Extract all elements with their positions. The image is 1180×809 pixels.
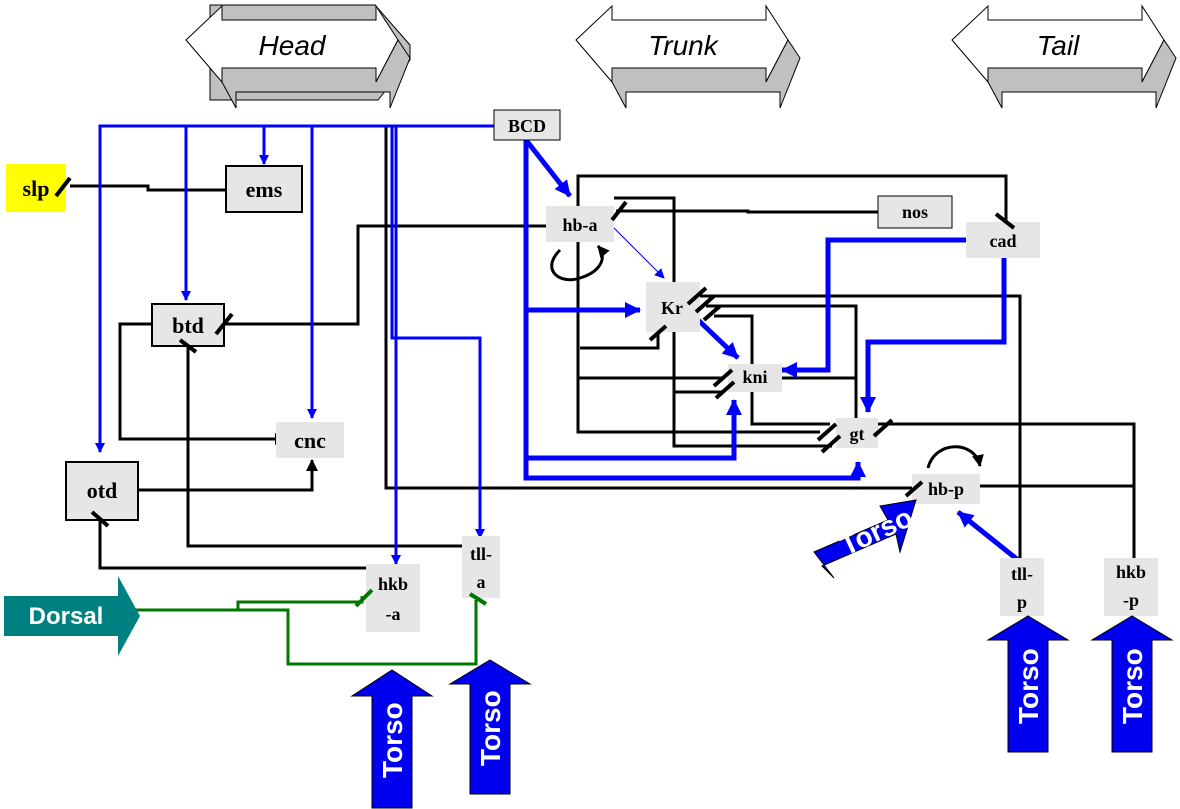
gene-hkb-p-label-2: -p	[1123, 590, 1139, 610]
gene-kni: kni	[712, 364, 782, 400]
torso-label-5: Torso	[835, 501, 917, 561]
gene-cad-label: cad	[990, 231, 1017, 251]
torso-arrow-4: Torso	[1090, 615, 1174, 753]
gene-hkb-p-label-1: hkb	[1116, 562, 1146, 582]
region-arrow-trunk: Trunk	[575, 4, 801, 109]
torso-arrow-2: Torso	[448, 659, 532, 795]
gene-otd: otd	[65, 461, 139, 528]
hb-p-self-loop	[926, 445, 984, 469]
gene-nos: nos	[877, 195, 953, 229]
gene-kr: Kr	[646, 282, 722, 342]
gene-hb-p-label: hb-p	[928, 479, 964, 499]
dorsal-input-arrow: Dorsal	[4, 576, 140, 656]
gene-cnc: cnc	[276, 422, 344, 458]
gene-hkb-a-label-2: -a	[386, 604, 401, 624]
gene-btd-label: btd	[172, 313, 204, 338]
gene-ems-label: ems	[246, 177, 283, 202]
gene-tll-a: tll- a	[462, 536, 500, 606]
bcd-trunk-edges	[523, 138, 1020, 562]
hb-a-self-loop	[550, 245, 610, 282]
gene-bcd: BCD	[493, 109, 561, 141]
gene-tll-p-label-2: p	[1017, 592, 1027, 612]
gene-hb-p: hb-p	[904, 474, 980, 504]
gene-nos-label: nos	[902, 202, 928, 222]
gene-hkb-p: hkb -p	[1104, 558, 1158, 616]
gene-tll-p-label-1: tll-	[1011, 564, 1033, 584]
torso-arrow-1: Torso	[350, 669, 434, 809]
torso-arrow-3: Torso	[986, 615, 1070, 753]
torso-label-1: Torso	[377, 702, 408, 778]
gene-otd-label: otd	[87, 478, 118, 503]
gene-bcd-label: BCD	[508, 116, 546, 136]
torso-label-4: Torso	[1117, 648, 1148, 724]
torso-label-2: Torso	[475, 690, 506, 766]
gene-hb-a: hb-a	[546, 200, 628, 242]
hb-a-to-kr-edge	[611, 225, 665, 279]
torso-arrow-5: Torso	[813, 499, 917, 579]
gene-ems: ems	[225, 165, 303, 213]
gene-tll-a-label-2: a	[477, 572, 486, 592]
gene-tll-p: tll- p	[1000, 558, 1044, 616]
dorsal-label: Dorsal	[29, 603, 104, 630]
gene-kni-label: kni	[742, 367, 767, 387]
gene-hkb-a-label-1: hkb	[378, 574, 408, 594]
gene-slp-label: slp	[23, 176, 50, 201]
dorsal-edges	[132, 596, 478, 666]
gene-slp: slp	[6, 164, 72, 212]
torso-label-3: Torso	[1013, 648, 1044, 724]
region-head-label: Head	[259, 30, 327, 61]
gene-btd: btd	[151, 303, 234, 354]
region-arrow-tail: Tail	[951, 4, 1177, 109]
activation-edges	[95, 124, 494, 565]
gene-gt: gt	[816, 418, 894, 454]
region-tail-label: Tail	[1037, 30, 1080, 61]
gene-gt-label: gt	[850, 424, 865, 444]
region-arrow-head: Head	[185, 4, 411, 109]
gene-cad: cad	[966, 212, 1040, 258]
gene-cnc-label: cnc	[294, 428, 326, 453]
gene-tll-a-label-1: tll-	[470, 544, 492, 564]
region-trunk-label: Trunk	[648, 30, 719, 61]
gene-hb-a-label: hb-a	[562, 215, 597, 235]
gene-hkb-a: hkb -a	[354, 564, 420, 632]
gene-kr-label: Kr	[661, 298, 683, 318]
